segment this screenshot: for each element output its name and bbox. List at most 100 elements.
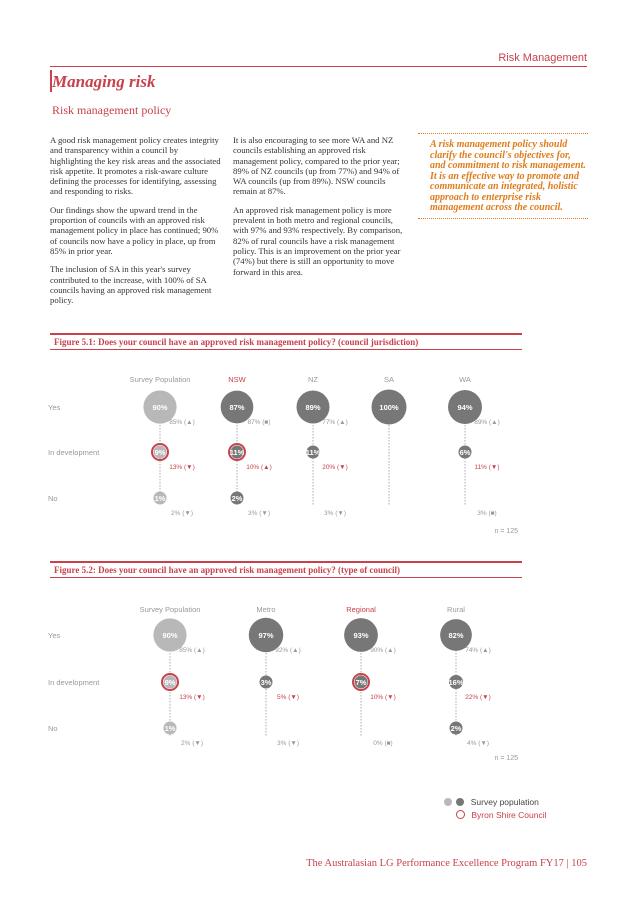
prior-year-label: 4% (▼): [467, 740, 489, 747]
prior-year-label: 77% (▲): [322, 419, 348, 426]
column-header: Regional: [346, 605, 376, 614]
sample-size: n = 125: [494, 528, 518, 535]
bubble-label: 11%: [306, 448, 321, 457]
bubble-label: 2%: [451, 724, 462, 733]
bubble: [306, 445, 320, 459]
paragraph: The inclusion of SA in this year's surve…: [50, 264, 212, 306]
figure-5-2-title: Figure 5.2: Does your council have an ap…: [50, 561, 522, 578]
prior-year-label: 87% (■): [247, 419, 270, 426]
prior-year-label: 92% (▲): [275, 647, 301, 654]
council-ring: [228, 443, 246, 461]
page-title: Managing risk: [52, 72, 156, 91]
bubble-label: 2%: [232, 494, 243, 503]
figure-5-1-title: Figure 5.1: Does your council have an ap…: [50, 333, 522, 350]
bubble: [296, 390, 330, 424]
bubble: [458, 445, 472, 459]
bubble-label: 87%: [229, 403, 244, 412]
prior-year-label: 5% (▼): [277, 694, 299, 701]
legend-ring-icon: [456, 810, 465, 820]
bubble-label: 100%: [379, 403, 399, 412]
running-head: Risk Management: [498, 52, 587, 64]
bubble-label: 16%: [448, 678, 463, 687]
column-header: Metro: [256, 605, 275, 614]
prior-year-label: 20% (▼): [322, 464, 348, 471]
bubble: [449, 721, 463, 735]
council-ring: [352, 673, 370, 691]
bubble-label: 11%: [230, 448, 245, 457]
legend-council: Byron Shire Council: [456, 809, 547, 820]
prior-year-label: 3% (▼): [248, 510, 270, 517]
bubble-label: 89%: [305, 403, 320, 412]
prior-year-label: 3% (▼): [324, 510, 346, 517]
bubble-label: 90%: [162, 631, 177, 640]
sample-size: n = 125: [494, 755, 518, 762]
bubble: [163, 721, 177, 735]
prior-year-label: 89% (▲): [474, 419, 500, 426]
bubble: [230, 445, 244, 459]
bubble: [153, 445, 167, 459]
paragraph: Our findings show the upward trend in th…: [50, 204, 219, 256]
legend-council-label: Byron Shire Council: [471, 809, 547, 820]
prior-year-label: 13% (▼): [169, 464, 195, 471]
column-header: Survey Population: [130, 375, 191, 384]
prior-year-label: 11% (▼): [474, 464, 499, 471]
figure-5-2-chart: Survey Population Metro Regional RuralYesIn…: [48, 605, 518, 762]
bubble: [449, 675, 463, 689]
bubble: [448, 390, 482, 424]
paragraph: It is also encouraging to see more WA an…: [233, 135, 400, 197]
column-header: WA: [459, 375, 471, 384]
prior-year-label: 0% (■): [373, 740, 392, 747]
prior-year-label: 10% (▼): [370, 694, 396, 701]
column-header: SA: [384, 375, 394, 384]
bubble: [163, 675, 177, 689]
bubble: [440, 619, 472, 651]
row-label: No: [48, 494, 58, 503]
prior-year-label: 3% (■): [477, 510, 496, 517]
page-footer: The Australasian LG Performance Excellen…: [306, 858, 587, 869]
pull-quote-text: A risk management policy should clarify …: [430, 139, 586, 213]
body-column-2: It is also encouraging to see more WA an…: [233, 135, 405, 285]
paragraph: An approved risk management policy is mo…: [233, 204, 403, 277]
body-column-1: A good risk management policy creates in…: [50, 135, 222, 313]
header-rule: [50, 66, 587, 67]
row-label: In development: [48, 448, 100, 457]
bubble: [143, 390, 177, 424]
council-ring: [151, 443, 169, 461]
council-ring: [161, 673, 179, 691]
bubble: [153, 491, 167, 505]
prior-year-label: 3% (▼): [277, 740, 299, 747]
column-header: NSW: [228, 375, 246, 384]
bubble-label: 1%: [155, 494, 166, 503]
prior-year-label: 2% (▼): [171, 510, 193, 517]
column-header: Rural: [447, 605, 465, 614]
bubble: [259, 675, 273, 689]
prior-year-label: 22% (▼): [465, 694, 491, 701]
bubble-label: 90%: [152, 403, 167, 412]
pull-quote: A risk management policy should clarify …: [418, 133, 588, 219]
bubble: [248, 617, 284, 653]
row-label: In development: [48, 678, 100, 687]
bubble: [230, 491, 244, 505]
bubble-label: 1%: [165, 724, 176, 733]
bubble-label: 82%: [448, 631, 463, 640]
bubble-label: 94%: [457, 403, 472, 412]
prior-year-label: 2% (▼): [181, 740, 203, 747]
prior-year-label: 85% (▲): [169, 419, 195, 426]
legend-dark-dot: [456, 797, 465, 806]
bubble: [220, 390, 254, 424]
title-bar: [50, 70, 52, 92]
column-header: NZ: [308, 375, 318, 384]
bubble-label: 9%: [155, 448, 166, 457]
bubble-label: 97%: [258, 631, 273, 640]
prior-year-label: 10% (▲): [246, 464, 272, 471]
bubble: [153, 618, 187, 652]
legend-survey-label: Survey population: [470, 796, 539, 807]
prior-year-label: 13% (▼): [179, 694, 205, 701]
row-label: Yes: [48, 631, 60, 640]
column-header: Survey Population: [140, 605, 201, 614]
bubble-label: 93%: [353, 631, 368, 640]
bubble: [354, 675, 368, 689]
prior-year-label: 74% (▲): [465, 647, 491, 654]
bubble-label: 3%: [261, 678, 272, 687]
